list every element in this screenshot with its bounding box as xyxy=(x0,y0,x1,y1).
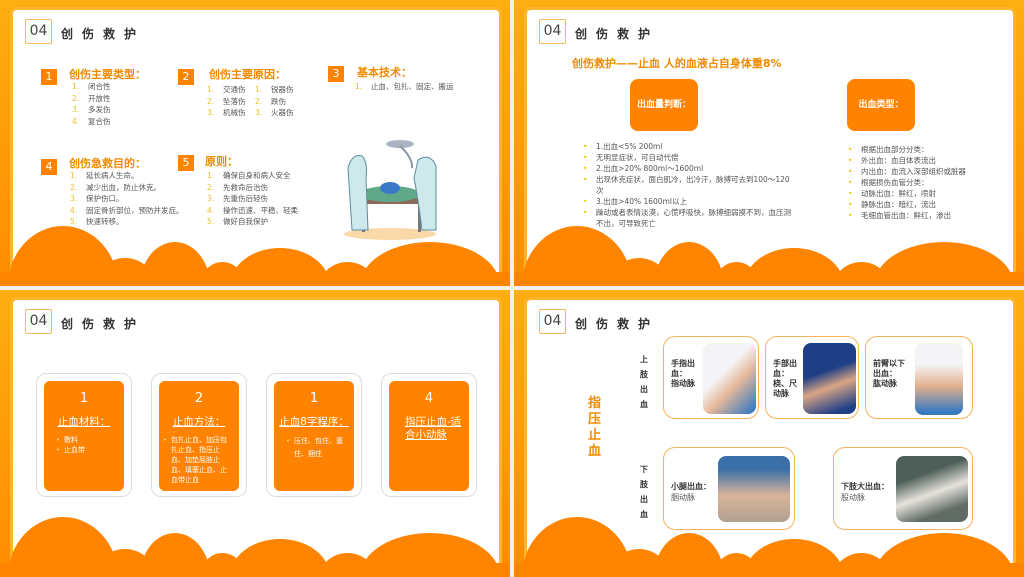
section-number: 04 xyxy=(25,19,52,44)
cloud-base xyxy=(514,272,1024,286)
calf-photo xyxy=(718,456,790,522)
slide-2[interactable]: 04 创伤救护 创伤救护——止血 人的血液占自身体重8% 出血量判断： 出血类型… xyxy=(514,0,1024,286)
badge-4: 4 xyxy=(41,159,57,175)
badge-2: 2 xyxy=(178,69,194,85)
bleeding-amount-box: 出血量判断： xyxy=(630,79,698,131)
thigh-bleeding-card: 下肢大出血： 股动脉 xyxy=(833,447,973,530)
section-number: 04 xyxy=(539,309,566,334)
upper-limb-label: 上肢出血 xyxy=(640,355,648,409)
subtitle: 创伤救护——止血 人的血液占自身体重8% xyxy=(572,57,782,70)
list: 1.止血、包扎、固定、搬运 xyxy=(355,82,454,91)
section-number: 04 xyxy=(25,309,52,334)
cloud-base xyxy=(0,563,510,577)
page-title: 创伤救护 xyxy=(61,317,146,331)
section-title: 创伤急救目的： xyxy=(69,157,146,170)
finger-photo xyxy=(703,343,756,414)
forearm-bleeding-card: 前臂以下出血： 肱动脉 xyxy=(865,336,973,419)
bleeding-type-box: 出血类型： xyxy=(847,79,915,131)
section-title: 原则： xyxy=(205,155,238,168)
cloud-base xyxy=(514,563,1024,577)
finger-bleeding-card: 手指出血： 指动脉 xyxy=(663,336,759,419)
lower-limb-label: 下肢出血 xyxy=(640,465,648,519)
list: 1.延长病人生命。 2.减少出血，防止休克。 3.保护伤口。 4.固定骨折部位，… xyxy=(70,171,184,226)
list: 1.确保自身和病人安全 2.先救命后治伤 3.先重伤后轻伤 4.操作迅速、平稳、… xyxy=(207,171,298,226)
section-title: 基本技术： xyxy=(357,66,412,79)
page-title: 创伤救护 xyxy=(61,27,146,41)
list: 1.闭合性 2.开放性 3.多发伤 4.复合伤 xyxy=(72,82,111,126)
page-title: 创伤救护 xyxy=(575,27,660,41)
hand-bleeding-card: 手部出血：桡、尺动脉 xyxy=(765,336,859,419)
badge-1: 1 xyxy=(41,69,57,85)
badge-5: 5 xyxy=(178,155,194,171)
section-title: 创伤主要类型： xyxy=(69,68,146,81)
cloud-base xyxy=(0,272,510,286)
surgery-illustration xyxy=(344,140,437,240)
slide-4[interactable]: 04 创伤救护 指压止血 上肢出血 下肢出血 手指出血： 指动脉 手部出血：桡、… xyxy=(514,290,1024,577)
bleeding-type-list: 根据出血部分分类：外出血：血自体表流出内出血：血流入深部组织或脏器根据损伤血管分… xyxy=(848,144,998,221)
hand-photo xyxy=(803,343,856,414)
badge-3: 3 xyxy=(328,66,344,82)
section-number: 04 xyxy=(539,19,566,44)
forearm-photo xyxy=(915,343,963,415)
bleeding-amount-list: 1.出血<5% 200ml无明显症状，可自动代偿2.出血>20% 800ml～1… xyxy=(583,141,793,229)
finger-pressure-label: 指压止血 xyxy=(588,396,602,459)
thigh-photo xyxy=(896,456,968,522)
page-title: 创伤救护 xyxy=(575,317,660,331)
calf-bleeding-card: 小腿出血： 腘动脉 xyxy=(663,447,795,530)
section-title: 创伤主要原因： xyxy=(209,68,286,81)
slide-1[interactable]: 04 创伤救护 1 创伤主要类型： 1.闭合性 2.开放性 3.多发伤 4.复合… xyxy=(0,0,510,286)
